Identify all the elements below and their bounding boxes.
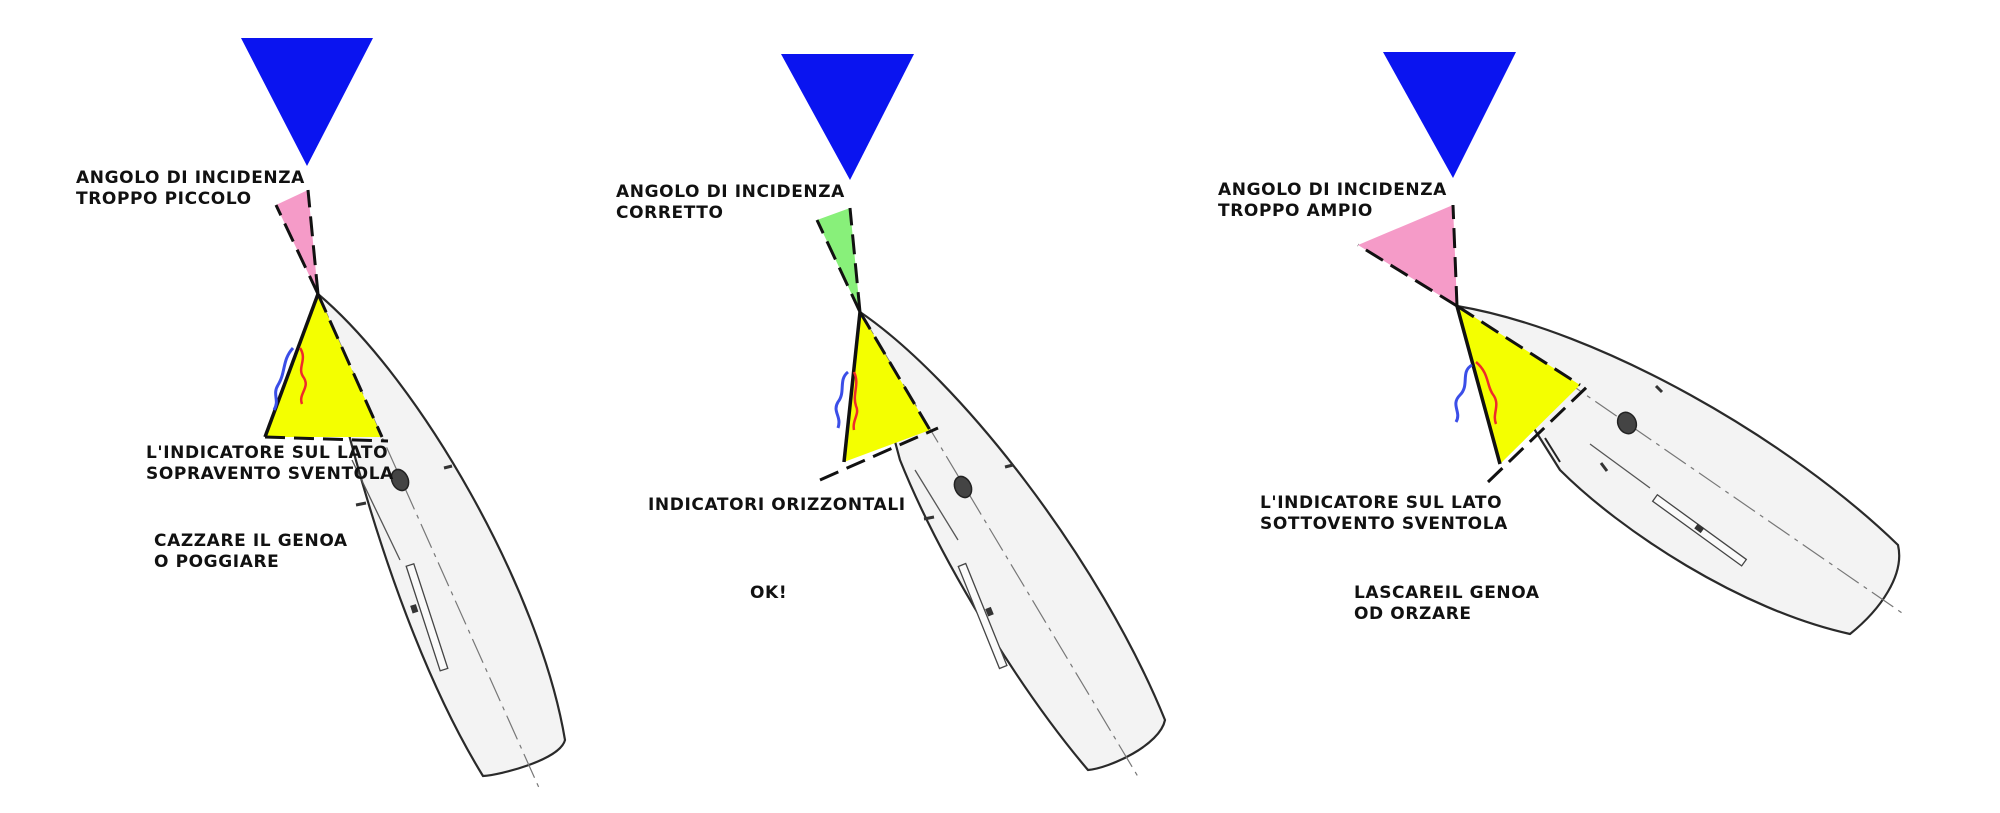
boat-hull	[316, 291, 567, 791]
action-label: LASCAREIL GENOA OD ORZARE	[1354, 583, 1546, 624]
genoa-sail	[819, 311, 939, 482]
angle-label: ANGOLO DI INCIDENZA CORRETTO	[616, 182, 851, 223]
leeward-telltale	[298, 347, 307, 405]
angle-label: ANGOLO DI INCIDENZA TROPPO PICCOLO	[76, 168, 311, 209]
genoa-sail	[263, 293, 389, 443]
angle-sector	[274, 189, 320, 295]
wind-direction-triangle-icon	[1383, 52, 1516, 178]
telltale-label: L'INDICATORE SUL LATO SOPRAVENTO SVENTOL…	[146, 443, 395, 484]
wind-direction-triangle-icon	[241, 38, 373, 166]
wind-direction-triangle-icon	[781, 54, 914, 180]
angle-sector	[815, 207, 862, 313]
genoa-sail	[1455, 304, 1594, 484]
panel-angle-correct: ANGOLO DI INCIDENZA CORRETTO INDICATORI …	[616, 54, 1167, 781]
panel-angle-too-small: ANGOLO DI INCIDENZA TROPPO PICCOLO L'IND…	[76, 38, 567, 791]
windward-telltale	[272, 346, 295, 411]
mast	[1616, 411, 1638, 435]
action-label: CAZZARE IL GENOA O POGGIARE	[154, 531, 354, 572]
windward-telltale	[1454, 363, 1473, 423]
leeward-telltale	[852, 371, 859, 431]
panel-angle-too-wide: ANGOLO DI INCIDENZA TROPPO AMPIO L'INDIC…	[1218, 52, 1906, 636]
boat-hull	[858, 309, 1167, 781]
action-label: OK!	[750, 583, 787, 603]
telltale-label: INDICATORI ORIZZONTALI	[648, 495, 906, 515]
angle-sector	[1357, 204, 1459, 308]
leeward-telltale	[1475, 361, 1498, 425]
windward-telltale	[834, 370, 850, 429]
mast	[953, 475, 973, 499]
mast	[390, 468, 410, 492]
telltale-label: L'INDICATORE SUL LATO SOTTOVENTO SVENTOL…	[1260, 493, 1509, 534]
angle-label: ANGOLO DI INCIDENZA TROPPO AMPIO	[1218, 180, 1453, 221]
